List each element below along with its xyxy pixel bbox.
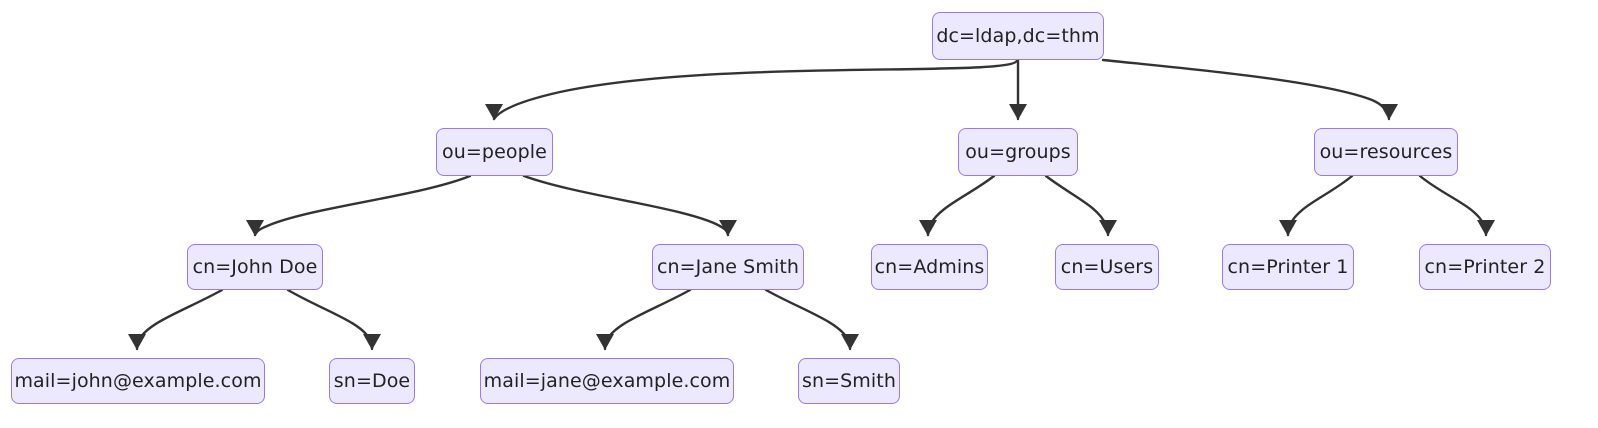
node-label-johnsn: sn=Doe	[333, 369, 411, 392]
edge-jane-to-janemail	[603, 288, 692, 351]
arrowhead-people-john	[246, 220, 264, 236]
arrowhead-john-johnmail	[128, 334, 146, 350]
node-groups[interactable]: ou=groups	[958, 128, 1078, 176]
node-jane[interactable]: cn=Jane Smith	[652, 244, 804, 290]
edge-groups-to-admins	[926, 174, 996, 237]
arrowhead-root-resources	[1380, 104, 1398, 120]
edge-jane-to-janesn	[764, 288, 852, 351]
node-johnmail[interactable]: mail=john@example.com	[11, 358, 265, 404]
node-admins[interactable]: cn=Admins	[871, 244, 988, 290]
node-resources[interactable]: ou=resources	[1314, 128, 1458, 176]
node-label-printer2: cn=Printer 2	[1424, 255, 1546, 278]
node-printer1[interactable]: cn=Printer 1	[1222, 244, 1354, 290]
node-label-root: dc=ldap,dc=thm	[936, 24, 1100, 47]
edge-people-to-jane	[522, 174, 730, 237]
node-label-janemail: mail=jane@example.com	[483, 369, 731, 392]
node-people[interactable]: ou=people	[436, 128, 553, 176]
node-label-jane: cn=Jane Smith	[656, 255, 800, 278]
arrowhead-root-groups	[1009, 104, 1027, 120]
node-label-groups: ou=groups	[965, 140, 1071, 163]
node-janemail[interactable]: mail=jane@example.com	[480, 358, 734, 404]
edge-john-to-johnmail	[135, 288, 224, 351]
node-label-john: cn=John Doe	[192, 255, 318, 278]
node-label-printer1: cn=Printer 1	[1227, 255, 1349, 278]
node-label-admins: cn=Admins	[874, 255, 985, 278]
edge-resources-to-printer1	[1286, 174, 1354, 237]
node-label-janesn: sn=Smith	[801, 369, 896, 392]
edge-john-to-johnsn	[286, 288, 374, 351]
arrowhead-root-people	[485, 104, 503, 120]
node-janesn[interactable]: sn=Smith	[798, 358, 900, 404]
node-users[interactable]: cn=Users	[1055, 244, 1159, 290]
node-johnsn[interactable]: sn=Doe	[329, 358, 415, 404]
node-label-users: cn=Users	[1060, 255, 1154, 278]
node-john[interactable]: cn=John Doe	[187, 244, 323, 290]
node-root[interactable]: dc=ldap,dc=thm	[932, 12, 1104, 60]
edge-root-to-people	[492, 58, 1019, 121]
arrowhead-jane-janesn	[841, 334, 859, 350]
arrowhead-john-johnsn	[363, 334, 381, 350]
node-label-johnmail: mail=john@example.com	[14, 369, 262, 392]
node-printer2[interactable]: cn=Printer 2	[1419, 244, 1551, 290]
arrowhead-people-jane	[719, 220, 737, 236]
edge-resources-to-printer2	[1418, 174, 1488, 237]
arrowhead-groups-users	[1099, 220, 1117, 236]
node-label-people: ou=people	[442, 140, 547, 163]
arrowhead-resources-printer2	[1477, 220, 1495, 236]
arrowhead-resources-printer1	[1279, 220, 1297, 236]
edge-root-to-resources	[1101, 58, 1391, 121]
arrowhead-jane-janemail	[596, 334, 614, 350]
arrowhead-groups-admins	[919, 220, 937, 236]
edge-people-to-john	[253, 174, 472, 237]
edge-groups-to-users	[1044, 174, 1110, 237]
node-label-resources: ou=resources	[1319, 140, 1453, 163]
